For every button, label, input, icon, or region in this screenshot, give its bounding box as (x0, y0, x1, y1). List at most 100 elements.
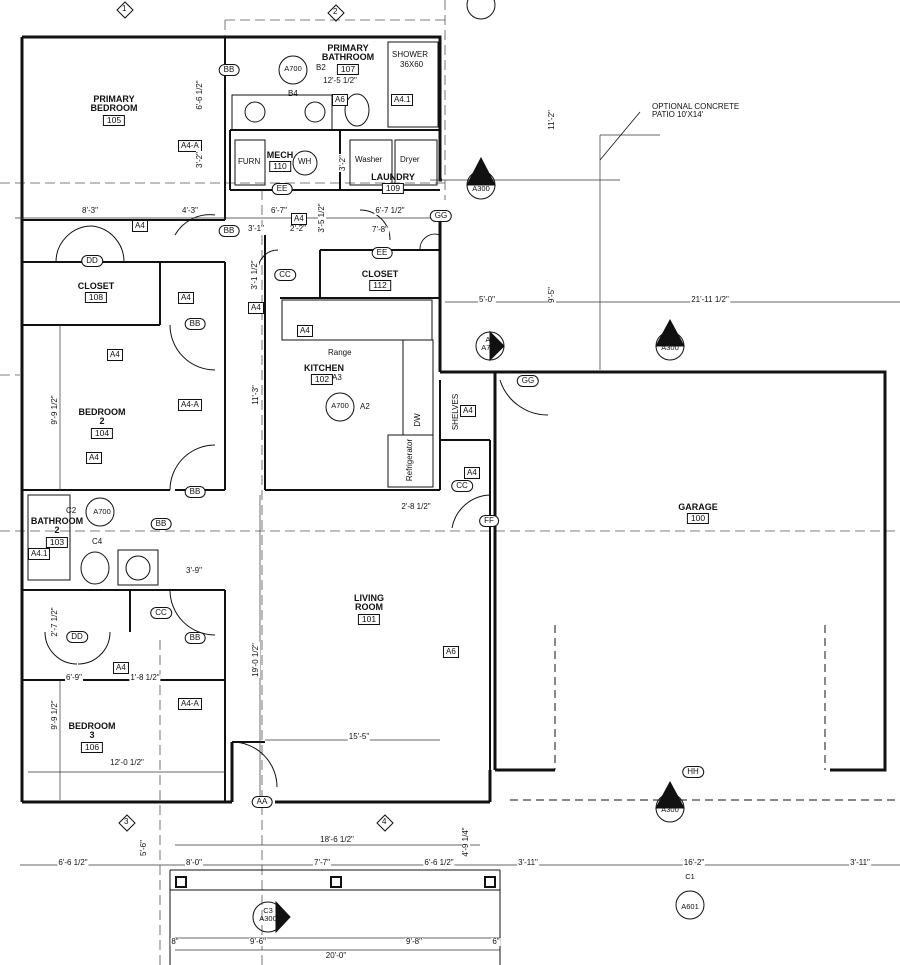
fixture-shelves: SHELVES (451, 392, 460, 432)
door-tag: BB (150, 518, 172, 530)
patio-note: OPTIONAL CONCRETE PATIO 10'X14' (652, 103, 739, 119)
dimension: 9'-9 1/2" (50, 699, 59, 731)
dimension: 6'-7" (270, 206, 288, 215)
room-number: 106 (80, 742, 104, 753)
door-tag: BB (218, 225, 240, 237)
wall-tag: A4 (113, 662, 129, 674)
elevation-number: 1 (122, 4, 127, 13)
dimension: 18'-6 1/2" (319, 835, 355, 844)
section-sheet: A700 (331, 401, 349, 410)
elevation-number: 3 (124, 817, 129, 826)
fixture-dishwasher: DW (413, 412, 422, 428)
section-mark: A700 (331, 402, 349, 410)
dimension: 15'-5" (347, 732, 371, 741)
door-swings (44, 209, 549, 788)
fixture-furnace: FURN (238, 157, 261, 166)
elevation-diamonds (116, 1, 394, 832)
exterior-walls (20, 35, 887, 804)
door-tag: CC (274, 269, 296, 281)
fixture-shower-size: 36X60 (400, 60, 424, 69)
section-mark: C3 A300 (259, 907, 277, 922)
dimension: 4'-3" (181, 206, 199, 215)
room-number: 104 (90, 428, 114, 439)
section-mark: A1 A300 (472, 177, 490, 192)
section-mark: C1 A300 (661, 336, 679, 351)
room-name: BATHROOM (321, 52, 375, 62)
dimension: 9'-5" (547, 286, 556, 304)
dimension: 3'-2" (338, 154, 347, 172)
wall-tag: A4 (297, 325, 313, 337)
wall-tag: A4 (464, 467, 480, 479)
wall-tag: A4 (460, 405, 476, 417)
section-id: C1 (685, 872, 695, 881)
section-mark: A1 A700 (481, 336, 499, 351)
room-name: LIVING (353, 593, 385, 603)
room-name: BEDROOM (68, 721, 116, 731)
section-sheet: A300 (259, 913, 277, 923)
wall-tag: A4 (178, 292, 194, 304)
section-mark: C1 (685, 873, 695, 881)
dimension: 7'-7" (313, 858, 331, 867)
dimension: 5'-6" (139, 839, 148, 857)
section-id: C3 (263, 906, 273, 915)
room-label-closet-108: CLOSET (77, 281, 115, 291)
dimension: 7'-8" (371, 225, 389, 234)
room-label-primary-bathroom: PRIMARY BATHROOM (322, 44, 374, 62)
room-label-garage: GARAGE (678, 502, 718, 512)
note-line: PATIO 10'X14' (652, 110, 704, 119)
room-label-living-room: LIVING ROOM (354, 594, 384, 612)
dimension: 2'-7 1/2" (50, 606, 59, 638)
fixture-refrigerator: Refrigerator (405, 437, 414, 483)
elevation-number: 4 (382, 817, 387, 826)
wall-tag: A4.1 (391, 94, 414, 106)
room-name: BATHROOM (30, 516, 84, 526)
door-tag: BB (184, 632, 206, 644)
door-tag: GG (429, 210, 453, 222)
fixture-range: Range (328, 348, 352, 357)
room-number: 100 (686, 513, 710, 524)
section-id: C1 (665, 797, 675, 806)
dimension-lines (15, 134, 900, 951)
room-name: PRIMARY (93, 94, 135, 104)
dimension: 6'-6 1/2" (423, 858, 455, 867)
room-number: 101 (357, 614, 381, 625)
room-number: 108 (84, 292, 108, 303)
dimension: 8" (170, 937, 180, 946)
door-tag: BB (218, 64, 240, 76)
door-tag: GG (516, 375, 540, 387)
dimension: 9'-9 1/2" (50, 394, 59, 426)
dimension: 20'-0" (324, 951, 348, 960)
section-sheet: A700 (481, 342, 499, 352)
section-sheet: A700 (93, 507, 111, 516)
door-tag: EE (271, 183, 293, 195)
dimension: 16'-2" (682, 858, 706, 867)
wall-tag: A4-A (178, 140, 202, 152)
room-name: BEDROOM (90, 103, 138, 113)
door-tag: CC (150, 607, 172, 619)
room-name: 2 (99, 416, 105, 426)
room-name: 2 (54, 525, 60, 535)
dimension: 6'-9" (65, 673, 83, 682)
component-tag: B4 (288, 89, 298, 98)
room-name: 3 (89, 730, 95, 740)
dimension: 3'-1" (247, 224, 265, 233)
room-label-laundry: LAUNDRY (371, 172, 415, 182)
room-number: 107 (336, 64, 360, 75)
door-tag: BB (184, 486, 206, 498)
dimension: 3'-11" (517, 858, 539, 867)
wall-tag: A4-A (178, 399, 202, 411)
section-sheet: A300 (472, 183, 490, 193)
door-tag: BB (184, 318, 206, 330)
wall-tag: A4 (248, 302, 264, 314)
section-sheet: A601 (681, 902, 699, 911)
door-tag: DD (81, 255, 103, 267)
dimension: 11'-2" (547, 109, 556, 131)
wall-tag: A4 (132, 220, 148, 232)
fixture-washer: Washer (355, 155, 383, 164)
fixture-water-heater: WH (298, 157, 312, 166)
porch-outline (169, 869, 501, 965)
dimension: 9'-6" (249, 937, 267, 946)
component-tag: A3 (332, 373, 342, 382)
